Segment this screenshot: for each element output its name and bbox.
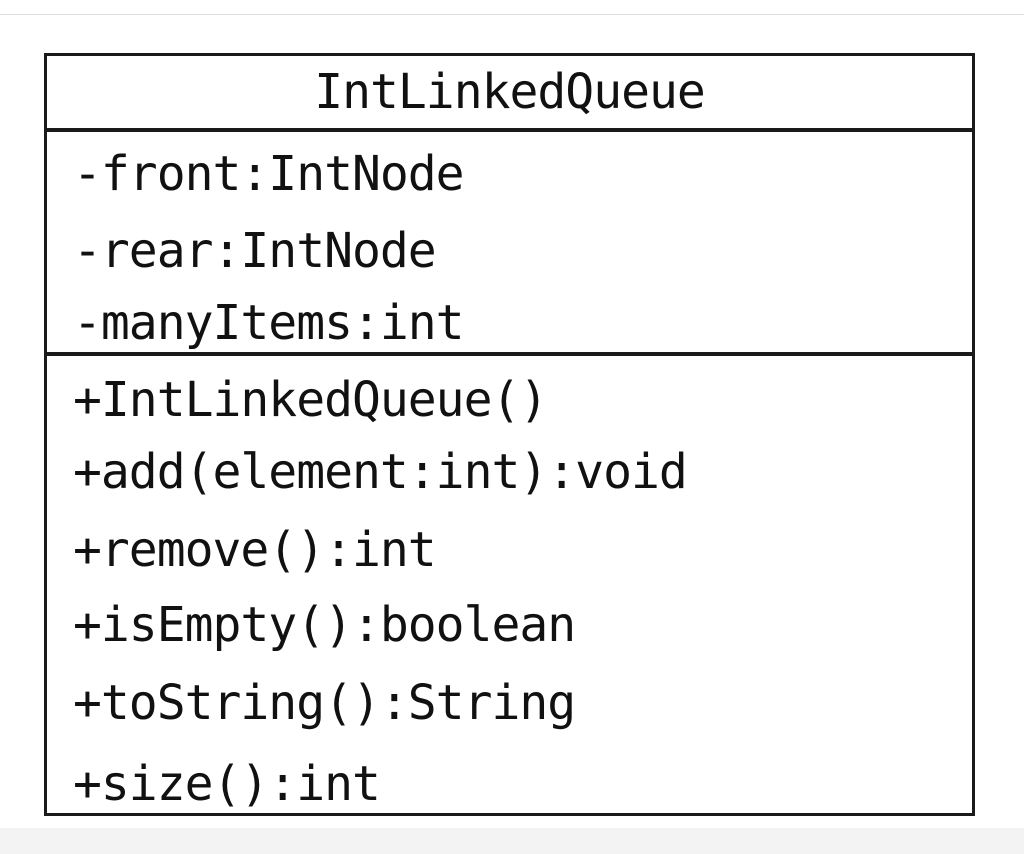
operation-add: +add(element:int):void: [73, 444, 688, 500]
operation-is-empty: +isEmpty():boolean: [73, 597, 576, 653]
operations-compartment: +IntLinkedQueue() +add(element:int):void…: [47, 356, 972, 813]
operation-to-string: +toString():String: [73, 675, 576, 731]
attribute-many-items: -manyItems:int: [73, 295, 465, 351]
operation-remove: +remove():int: [73, 522, 437, 578]
attributes-compartment: -front:IntNode -rear:IntNode -manyItems:…: [47, 132, 972, 356]
operation-constructor: +IntLinkedQueue(): [73, 372, 548, 428]
uml-class-box: IntLinkedQueue -front:IntNode -rear:IntN…: [44, 53, 975, 816]
top-divider: [0, 14, 1024, 15]
class-name: IntLinkedQueue: [47, 56, 972, 132]
attribute-rear: -rear:IntNode: [73, 223, 437, 279]
bottom-band: [0, 828, 1024, 854]
attribute-front: -front:IntNode: [73, 146, 465, 202]
operation-size: +size():int: [73, 756, 381, 812]
